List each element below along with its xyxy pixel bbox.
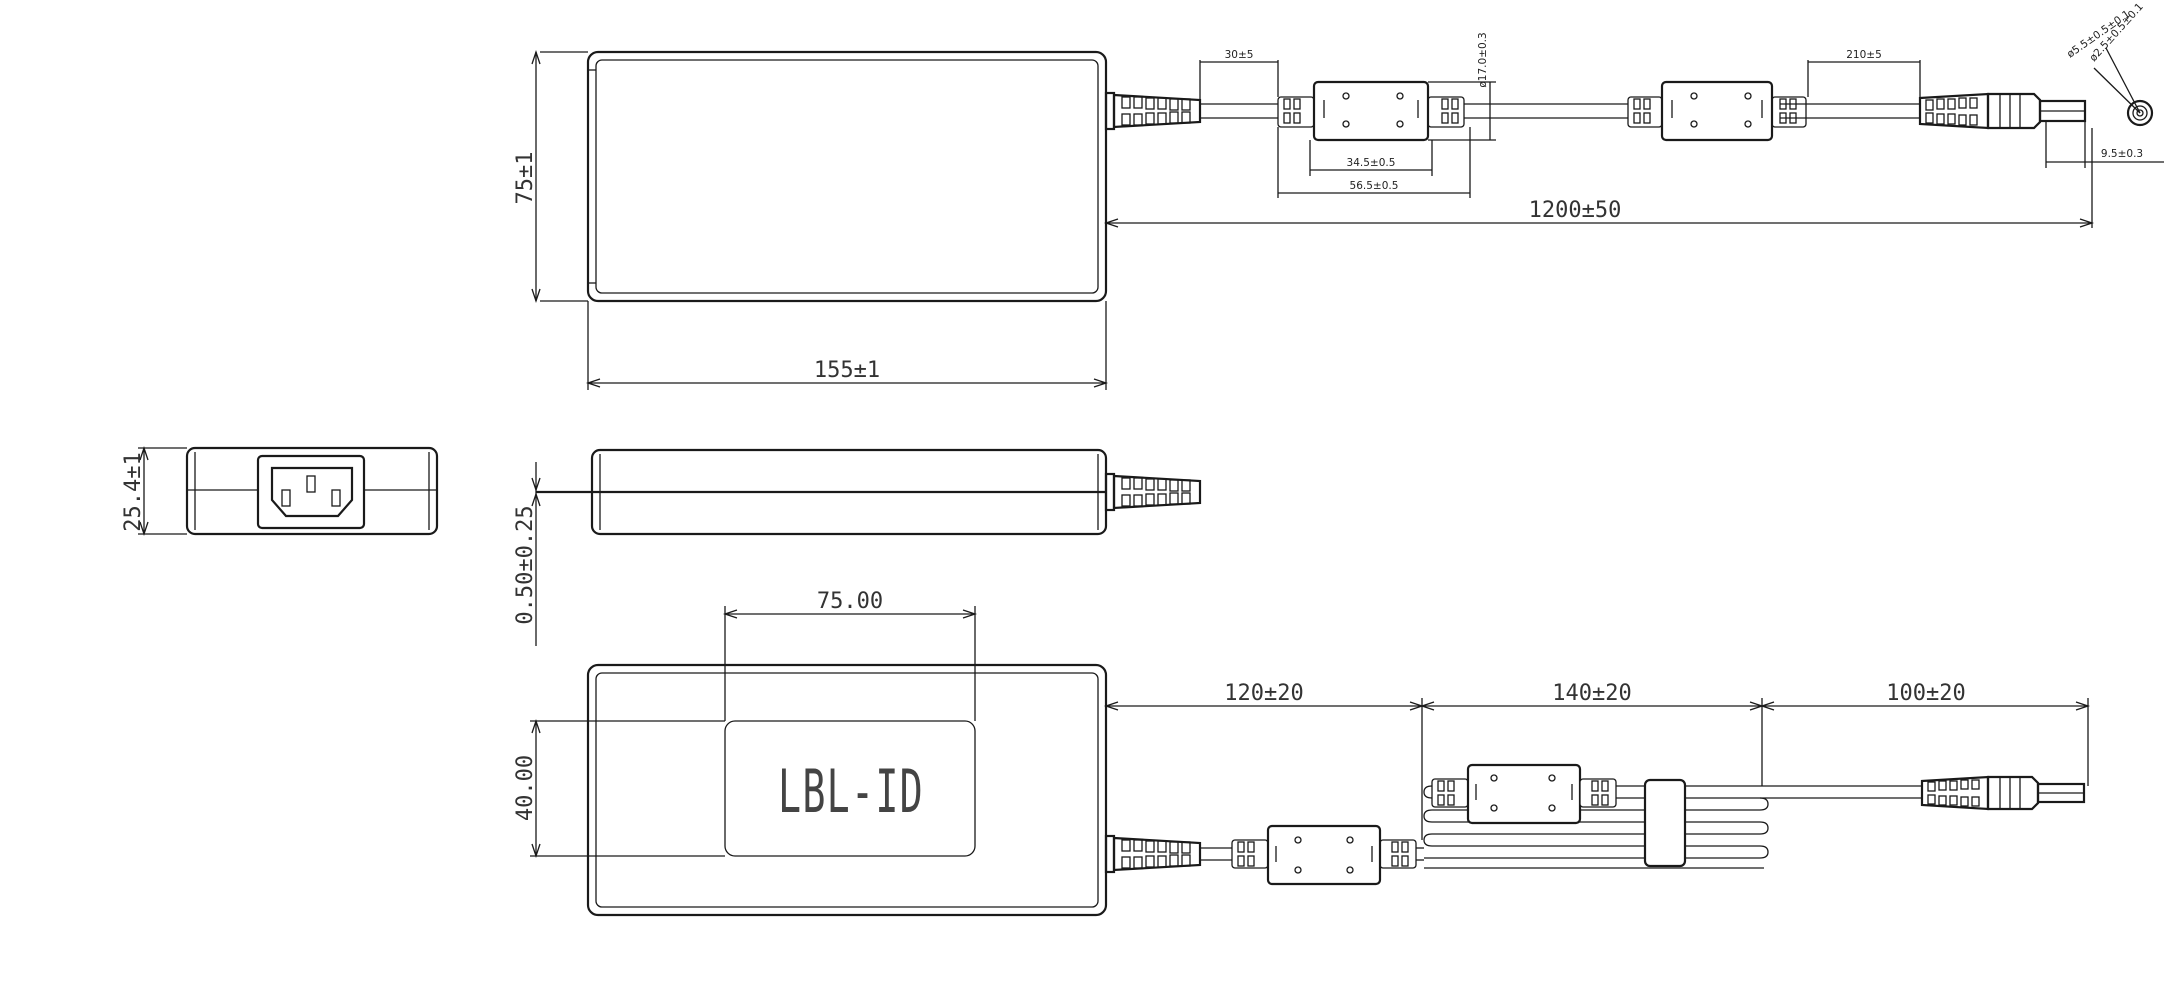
iec-c14-inlet	[256, 454, 366, 530]
ferrite-core-2	[1627, 80, 1807, 142]
dim-tail-len: 210±5	[1846, 49, 1882, 61]
dim-seg1: 120±20	[1224, 681, 1303, 706]
dim-end-height: 25.4±1	[121, 452, 146, 531]
dim-height-top: 75±1	[513, 152, 538, 205]
label-area: LBL-ID	[724, 720, 976, 857]
top-view: 75±1 155±1 1200±50 30±5 ø17.0±0.3 34.5±0…	[513, 1, 2164, 390]
label-text: LBL-ID	[778, 757, 924, 827]
side-view: 0.50±0.25	[513, 448, 1202, 646]
dim-label-width: 75.00	[817, 589, 883, 614]
plug-end-view	[2093, 47, 2154, 127]
cable-tie	[1643, 778, 1687, 868]
dc-cable-top	[1200, 103, 1920, 119]
end-view: 25.4±1	[121, 445, 439, 537]
bottom-view: LBL-ID 75.00 40.00	[513, 589, 2091, 917]
ferrite-core-1	[1277, 80, 1488, 142]
dim-ferrite-dia: ø17.0±0.3	[1477, 32, 1489, 87]
dimension-lines-top	[531, 49, 2164, 390]
dim-seg3: 100±20	[1886, 681, 1965, 706]
dim-plug-len: 9.5±0.3	[2101, 148, 2143, 160]
dim-label-height: 40.00	[513, 755, 538, 821]
dim-seg2: 140±20	[1552, 681, 1631, 706]
dc-plug-top	[1918, 92, 2087, 130]
dim-strain-gap: 30±5	[1225, 49, 1254, 61]
dim-ferrite-len: 34.5±0.5	[1347, 157, 1396, 169]
strain-relief-top	[1104, 91, 1202, 131]
dim-length-top: 155±1	[814, 358, 880, 383]
dim-cable-total: 1200±50	[1529, 198, 1622, 223]
dim-ferrite-span: 56.5±0.5	[1350, 180, 1399, 192]
dim-split-line: 0.50±0.25	[513, 505, 538, 624]
